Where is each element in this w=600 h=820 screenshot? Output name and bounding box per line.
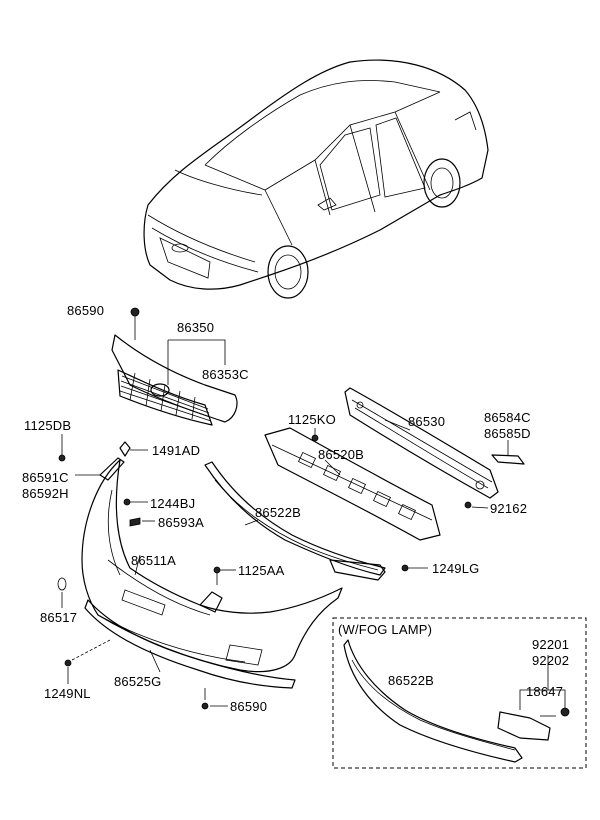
front-bumper-cover xyxy=(81,459,343,673)
part-label-86590-top: 86590 xyxy=(67,303,105,318)
fasteners-and-leaders xyxy=(57,339,525,710)
fog-lamp-detail-box xyxy=(332,617,587,769)
part-label-18647: 18647 xyxy=(526,684,564,699)
part-label-86525g: 86525G xyxy=(114,674,162,689)
part-label-1125aa: 1125AA xyxy=(238,563,285,578)
part-label-1244bj: 1244BJ xyxy=(150,496,196,511)
part-label-1249lg: 1249LG xyxy=(432,561,480,576)
part-label-86517: 86517 xyxy=(40,610,78,625)
part-label-92162: 92162 xyxy=(490,501,528,516)
part-label-86585d: 86585D xyxy=(484,426,531,441)
car-illustration xyxy=(143,59,489,299)
energy-absorber xyxy=(264,427,441,541)
part-label-86530: 86530 xyxy=(408,414,446,429)
lower-grille xyxy=(84,599,296,689)
part-label-86520b: 86520B xyxy=(318,447,365,462)
lower-cover-strip xyxy=(204,461,386,581)
fog-lamp-box-title: (W/FOG LAMP) xyxy=(338,622,433,637)
part-label-86511a: 86511A xyxy=(131,553,177,568)
part-label-86584c: 86584C xyxy=(484,410,531,425)
part-label-86522b-fog: 86522B xyxy=(388,673,435,688)
part-label-86590-bottom: 86590 xyxy=(230,699,268,714)
part-label-1249nl: 1249NL xyxy=(44,686,91,701)
part-label-86593a: 86593A xyxy=(158,515,205,530)
part-label-86350: 86350 xyxy=(177,320,215,335)
part-label-86353c: 86353C xyxy=(202,367,249,382)
part-label-1125ko: 1125KO xyxy=(288,412,336,427)
radiator-grille xyxy=(111,307,238,426)
part-label-1125db: 1125DB xyxy=(24,418,72,433)
part-label-1491ad: 1491AD xyxy=(152,443,201,458)
part-label-92202: 92202 xyxy=(532,653,570,668)
part-label-86592h: 86592H xyxy=(22,486,69,501)
part-label-86522b: 86522B xyxy=(255,505,302,520)
part-label-86591c: 86591C xyxy=(22,470,69,485)
bumper-beam xyxy=(344,387,499,499)
part-label-92201: 92201 xyxy=(532,637,570,652)
